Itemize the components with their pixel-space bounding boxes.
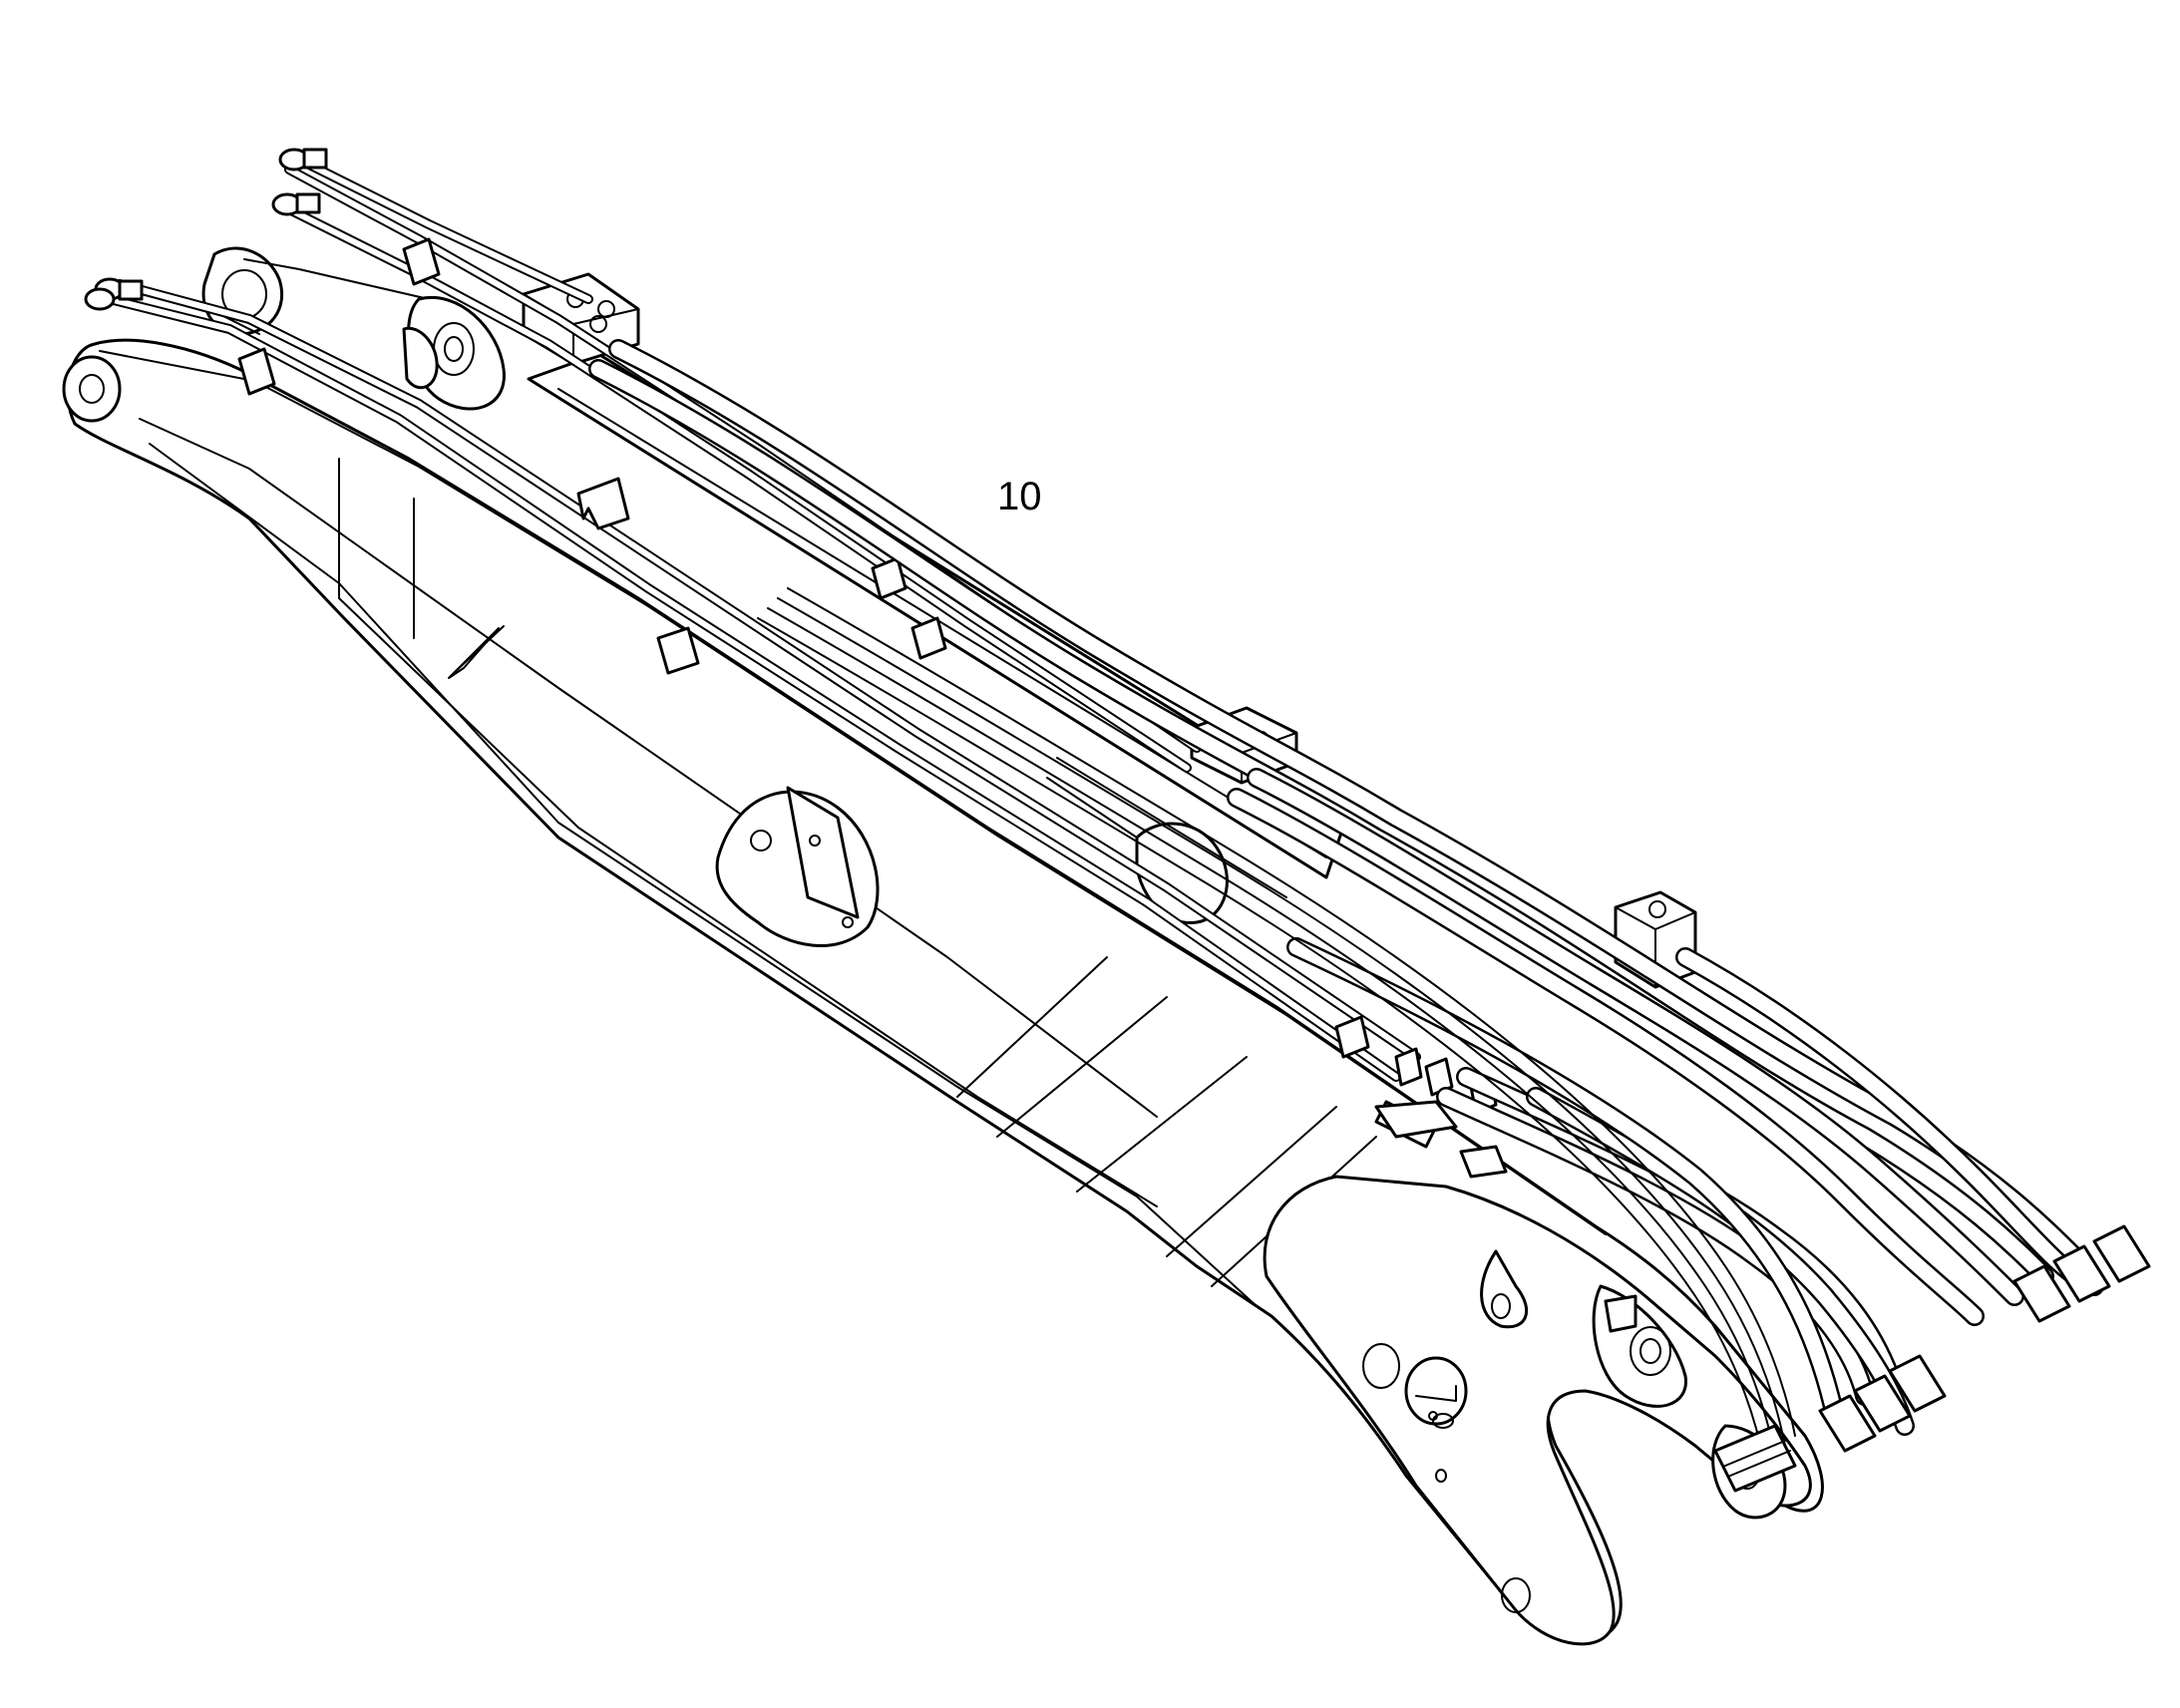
hose-end-couplings bbox=[1713, 1224, 2151, 1493]
callout-label: 10 bbox=[997, 475, 1042, 518]
pilot-lines bbox=[757, 587, 1796, 1467]
cylinder-mount bbox=[715, 786, 880, 947]
brackets bbox=[576, 477, 1458, 1139]
pipe-end-fittings bbox=[84, 148, 328, 311]
pipe-clamps bbox=[237, 237, 1637, 1333]
steel-pipe-bundle bbox=[105, 155, 1421, 1082]
